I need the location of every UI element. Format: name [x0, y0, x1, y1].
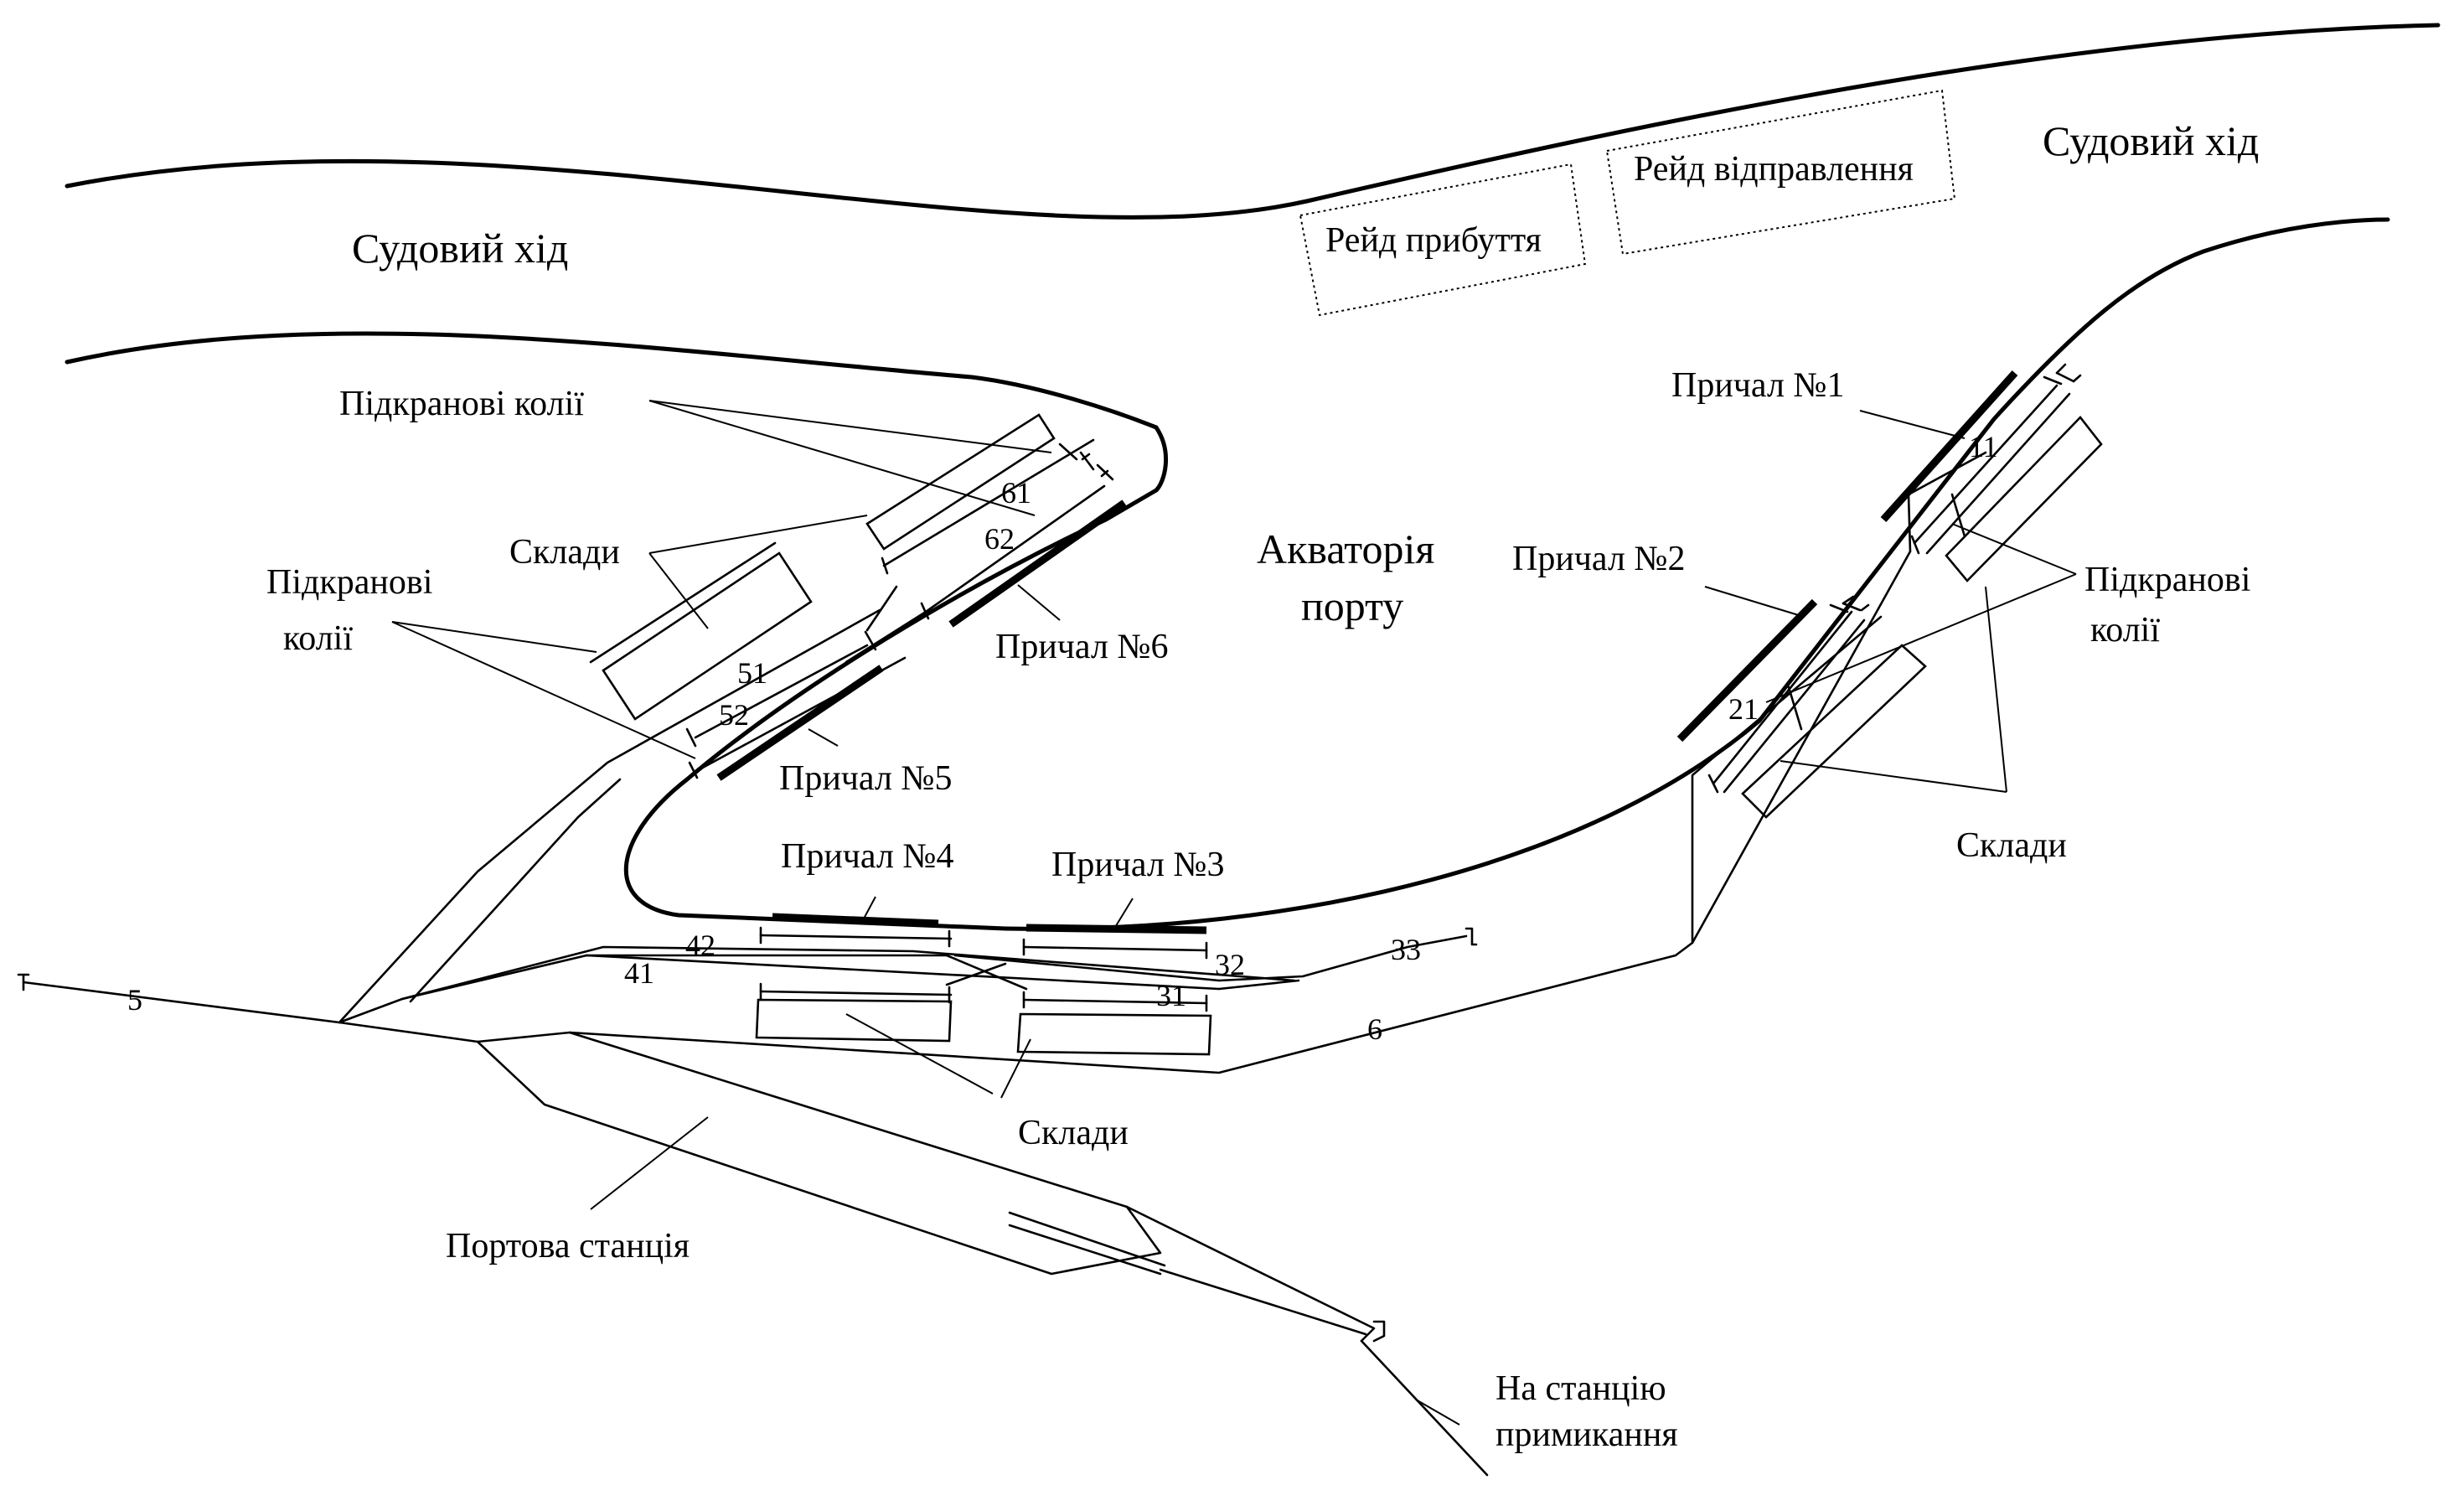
track-number-33: 33: [1391, 933, 1421, 966]
track-number-6: 6: [1367, 1012, 1382, 1046]
berth-2-segment: [1676, 598, 1818, 743]
track-number-32: 32: [1215, 948, 1245, 981]
track-number-42: 42: [685, 929, 715, 962]
sidings-east-quays: [1707, 363, 2082, 794]
berth-4-label: Причал №4: [781, 837, 953, 876]
sidings-south-quays: [759, 926, 1208, 1012]
track-number-41: 41: [624, 956, 654, 990]
berth-4-segment: [772, 913, 939, 928]
warehouses-left-label: Склади: [509, 533, 620, 572]
water-area-label-line2: порту: [1301, 582, 1403, 629]
track-number-62: 62: [984, 522, 1015, 556]
berth-6-segment: [948, 499, 1127, 628]
roadstead-arrival-label: Рейд прибуття: [1325, 221, 1542, 260]
fairway-label-left: Судовий хід: [352, 225, 568, 272]
harbor-outline: [623, 217, 2390, 931]
crane-tracks-top-label: Підкранові колії: [339, 385, 584, 423]
berth-3-label: Причал №3: [1051, 846, 1224, 884]
warehouse-north-2-rail: [589, 541, 777, 664]
roadstead-arrival-box: [1299, 163, 1587, 317]
track-number-61: 61: [1001, 476, 1031, 510]
warehouses-bottom-label: Склади: [1018, 1114, 1129, 1152]
roadstead-departure-label: Рейд відправлення: [1634, 150, 1914, 189]
track-number-51: 51: [737, 656, 767, 690]
warehouse-east-2: [1945, 416, 2103, 582]
berth-1-segment: [1880, 370, 2018, 523]
crane-tracks-left-label-2: колії: [283, 619, 353, 658]
crane-tracks-right-label-2: колії: [2090, 611, 2160, 649]
berth-3-segment: [1025, 924, 1207, 934]
berth-2-label: Причал №2: [1512, 540, 1685, 578]
berth-1-label: Причал №1: [1671, 366, 1844, 405]
warehouse-north-1: [865, 413, 1056, 551]
to-junction-label-2: примикання: [1495, 1415, 1678, 1454]
leader-lines: [391, 400, 2077, 1426]
warehouse-north-2: [602, 551, 813, 721]
track-number-5: 5: [127, 983, 142, 1017]
warehouse-south-2: [1016, 1012, 1212, 1056]
to-junction-label-1: На станцію: [1495, 1369, 1666, 1408]
water-area-label-line1: Акваторія: [1257, 525, 1434, 572]
river-bank-south: [65, 331, 1169, 493]
track-number-31: 31: [1156, 979, 1186, 1012]
track-number-11: 11: [1969, 430, 1998, 463]
fairway-label-right: Судовий хід: [2043, 117, 2259, 164]
berth-6-label: Причал №6: [995, 628, 1168, 666]
sidings-north-quays: [685, 438, 1114, 779]
railway-tracks: [17, 451, 1987, 1477]
warehouse-south-1: [755, 998, 953, 1043]
crane-tracks-right-label-1: Підкранові: [2084, 561, 2250, 599]
berth-5-label: Причал №5: [779, 759, 952, 798]
track-number-21: 21: [1728, 692, 1759, 726]
warehouses-right-label: Склади: [1956, 826, 2067, 865]
port-station-label: Портова станція: [446, 1227, 690, 1265]
river-bank-north: [65, 23, 2441, 220]
crane-tracks-left-label-1: Підкранові: [266, 563, 432, 602]
track-number-52: 52: [719, 698, 749, 732]
warehouse-east-1: [1741, 644, 1927, 819]
